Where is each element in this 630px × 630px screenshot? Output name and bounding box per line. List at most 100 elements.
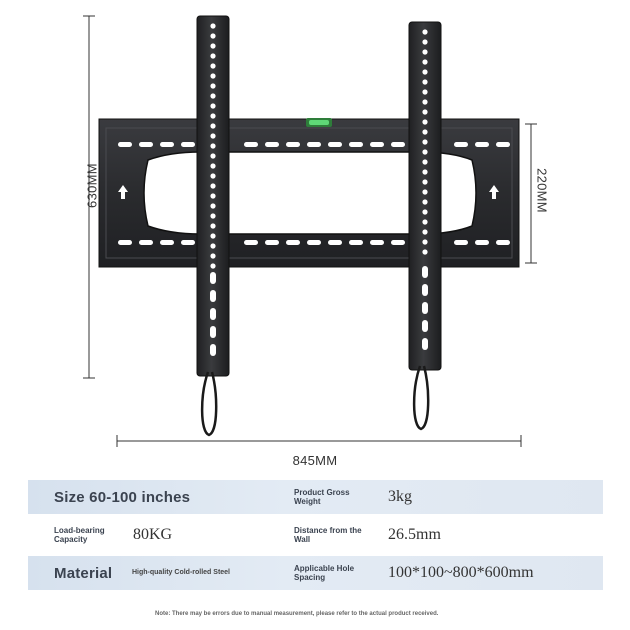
arm-hole: [210, 193, 216, 199]
arm-slot: [210, 344, 216, 356]
arm-hole: [422, 89, 428, 95]
mounting-slot: [118, 240, 132, 245]
mounting-slot: [118, 142, 132, 147]
arm-hole: [210, 23, 216, 29]
arm-hole: [210, 33, 216, 39]
mounting-slot: [370, 142, 384, 147]
arm-hole: [422, 99, 428, 105]
wall-plate: [98, 118, 520, 268]
arm-hole: [210, 113, 216, 119]
mounting-slot: [328, 142, 342, 147]
bracket-height-dimension-label: 220MM: [534, 168, 550, 213]
hole-spacing-label: Applicable Hole Spacing: [294, 564, 355, 582]
mounting-slot: [370, 240, 384, 245]
material-label: Material: [54, 564, 113, 582]
gross-weight-label: Product Gross Weight: [294, 488, 350, 506]
measurement-note: Note: There may be errors due to manual …: [155, 611, 439, 617]
arm-slot: [210, 326, 216, 338]
left-vertical-arm: [196, 15, 230, 437]
mounting-slot: [139, 142, 153, 147]
arm-hole: [422, 159, 428, 165]
load-label: Load-bearing Capacity: [54, 526, 105, 544]
arm-hole: [422, 39, 428, 45]
arm-hole: [422, 209, 428, 215]
mounting-slot: [160, 142, 174, 147]
arm-hole: [422, 249, 428, 255]
mounting-slot: [181, 142, 195, 147]
arm-hole: [422, 79, 428, 85]
mounting-slot: [265, 240, 279, 245]
arm-hole: [422, 229, 428, 235]
arm-slot: [210, 290, 216, 302]
mounting-slot: [391, 142, 405, 147]
arm-hole: [210, 253, 216, 259]
load-value: 80KG: [133, 526, 173, 543]
arm-hole: [422, 139, 428, 145]
arm-hole: [210, 163, 216, 169]
arm-hole: [422, 69, 428, 75]
gross-weight-value: 3kg: [388, 488, 412, 505]
mounting-slot: [328, 240, 342, 245]
hole-spacing-value: 100*100~800*600mm: [388, 564, 534, 581]
arm-hole: [210, 213, 216, 219]
mounting-slot: [160, 240, 174, 245]
bubble-level-icon: [306, 118, 332, 127]
arm-hole: [422, 179, 428, 185]
mounting-slot: [286, 240, 300, 245]
mounting-slot: [139, 240, 153, 245]
arm-hole: [210, 173, 216, 179]
arm-hole: [210, 133, 216, 139]
arm-hole: [422, 239, 428, 245]
arm-slot: [210, 308, 216, 320]
arm-hole: [422, 149, 428, 155]
arm-hole: [210, 153, 216, 159]
arrow-up-icon: [118, 185, 128, 199]
mounting-slot: [244, 142, 258, 147]
arm-hole: [210, 83, 216, 89]
arm-slot: [210, 272, 216, 284]
mounting-slot: [349, 142, 363, 147]
spec-row-material: Material High-quality Cold-rolled Steel …: [28, 556, 603, 590]
arm-slot: [422, 266, 428, 278]
arm-hole: [422, 129, 428, 135]
arm-hole: [422, 189, 428, 195]
width-dimension-label: 845MM: [292, 453, 338, 468]
height-dimension-label: 630MM: [84, 163, 100, 208]
mounting-slot: [181, 240, 195, 245]
mounting-slot: [475, 240, 489, 245]
mounting-slot: [454, 240, 468, 245]
mounting-slot: [349, 240, 363, 245]
arm-hole: [422, 29, 428, 35]
spec-row-size: Size 60-100 inches Product Gross Weight …: [28, 480, 603, 514]
arm-hole: [422, 49, 428, 55]
arm-hole: [210, 63, 216, 69]
arm-hole: [210, 143, 216, 149]
arm-hole: [210, 183, 216, 189]
mounting-slot: [391, 240, 405, 245]
mounting-slot: [244, 240, 258, 245]
right-vertical-arm: [408, 21, 442, 431]
distance-label: Distance from the Wall: [294, 526, 362, 544]
arm-hole: [422, 199, 428, 205]
arm-slot: [422, 338, 428, 350]
arm-slot: [422, 320, 428, 332]
arm-hole: [210, 43, 216, 49]
arm-hole: [422, 109, 428, 115]
material-value: High-quality Cold-rolled Steel: [132, 569, 231, 576]
arrow-up-icon: [489, 185, 499, 199]
arm-slot: [422, 302, 428, 314]
product-figure: [83, 15, 537, 447]
arm-hole: [422, 219, 428, 225]
arm-slot: [422, 284, 428, 296]
arm-hole: [210, 103, 216, 109]
arm-hole: [210, 263, 216, 269]
mounting-slot: [265, 142, 279, 147]
spec-row-load: Load-bearing Capacity 80KG Distance from…: [28, 518, 603, 552]
distance-value: 26.5mm: [388, 526, 441, 543]
arm-hole: [422, 169, 428, 175]
mounting-slot: [475, 142, 489, 147]
size-label: Size 60-100 inches: [54, 488, 191, 506]
dimension-lines: [83, 15, 537, 447]
mounting-slot: [307, 142, 321, 147]
arm-hole: [210, 123, 216, 129]
